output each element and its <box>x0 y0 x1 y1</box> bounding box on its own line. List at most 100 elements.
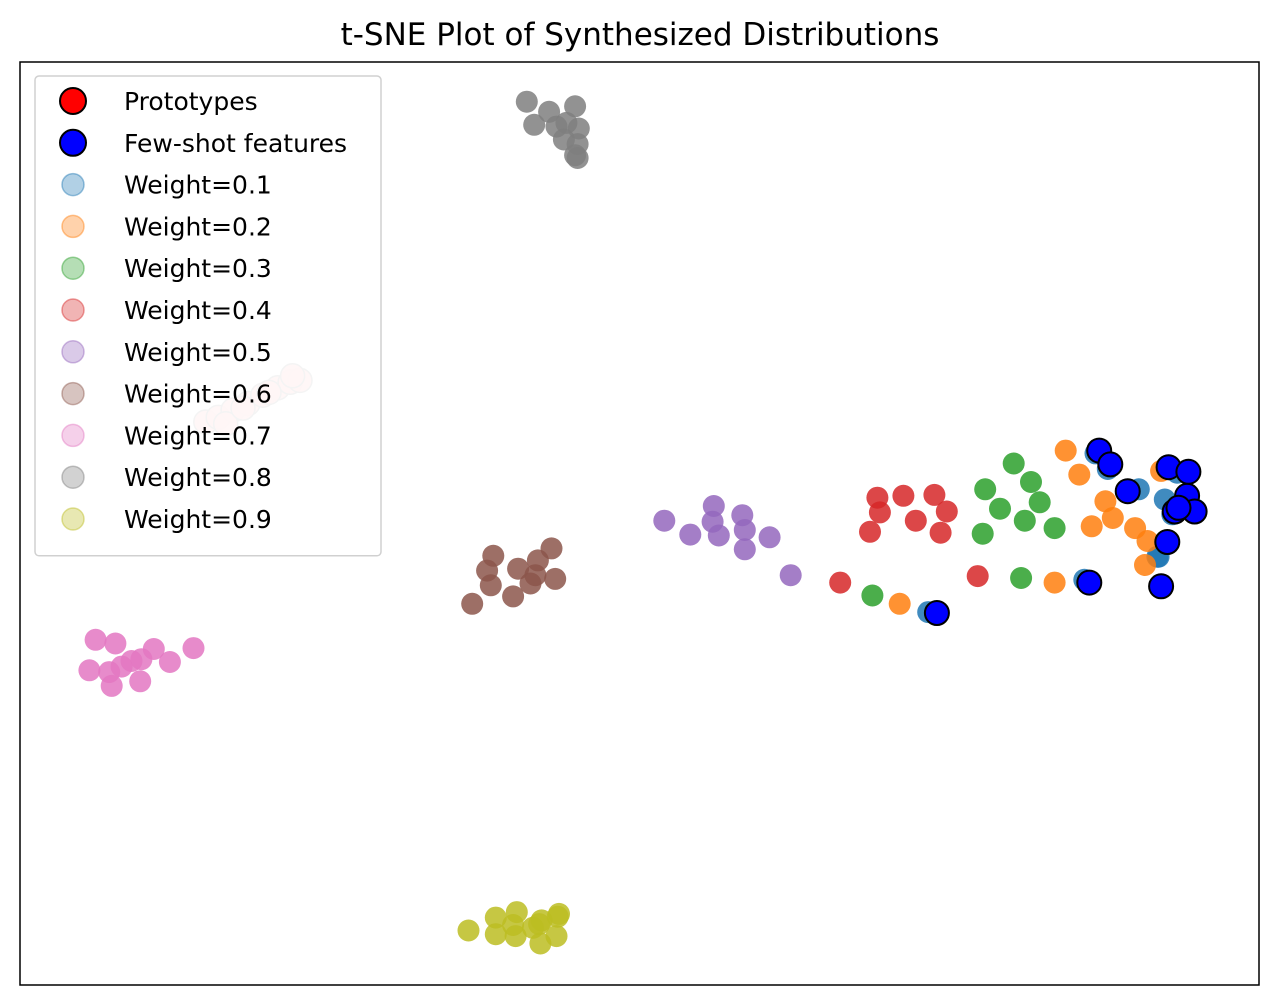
few-shot-features-point-2 <box>1114 478 1141 505</box>
legend-marker-prototypes <box>59 87 87 115</box>
weight-0-7-point-4 <box>78 659 101 682</box>
weight-0-2-point-10 <box>888 592 911 615</box>
weight-0-7-point-0 <box>84 628 107 651</box>
weight-0-3-point-1 <box>1020 471 1042 493</box>
legend-label-weight-0-7: Weight=0.7 <box>124 421 272 450</box>
weight-0-5-point-8 <box>733 538 756 561</box>
weight-0-4-point-1 <box>892 484 915 507</box>
weight-0-4-point-7 <box>929 521 952 544</box>
weight-0-5-point-6 <box>733 519 756 541</box>
weight-0-4-point-2 <box>923 483 946 506</box>
legend-marker-few-shot-features <box>59 128 87 157</box>
legend-marker-weight-0-2 <box>61 214 85 239</box>
weight-0-3-point-9 <box>861 584 884 607</box>
weight-0-4-point-6 <box>859 520 881 543</box>
weight-0-8-point-8 <box>552 128 575 151</box>
few-shot-features-point-7 <box>1148 573 1175 600</box>
legend-label-prototypes: Prototypes <box>124 87 258 116</box>
legend-label-weight-0-9: Weight=0.9 <box>124 505 272 534</box>
weight-0-2-point-9 <box>1043 571 1066 594</box>
weight-0-3-point-8 <box>1010 567 1033 589</box>
weight-0-5-point-1 <box>702 495 725 517</box>
weight-0-3-point-0 <box>1002 452 1025 475</box>
weight-0-9-point-12 <box>548 902 570 925</box>
weight-0-9-point-8 <box>504 925 527 948</box>
plot-frame <box>19 61 1260 986</box>
weight-0-3-point-6 <box>1043 517 1066 540</box>
legend-marker-weight-0-8 <box>61 465 85 489</box>
weight-0-7-point-11 <box>129 670 152 693</box>
weight-0-4-point-3 <box>868 501 891 524</box>
legend-box <box>34 75 382 557</box>
few-shot-features-point-12 <box>1165 494 1192 521</box>
weight-0-5-point-4 <box>679 523 702 546</box>
series-weight-0-3 <box>861 452 1066 607</box>
legend-label-weight-0-6: Weight=0.6 <box>124 380 272 409</box>
weight-0-8-point-4 <box>523 113 546 136</box>
weight-0-3-point-4 <box>989 497 1011 520</box>
weight-0-5-point-5 <box>707 524 730 547</box>
legend-marker-weight-0-7 <box>61 423 85 448</box>
weight-0-3-point-3 <box>1028 491 1051 514</box>
weight-0-2-point-1 <box>1068 463 1091 486</box>
series-weight-0-7 <box>78 628 205 697</box>
legend-marker-weight-0-9 <box>61 507 85 531</box>
weight-0-7-point-8 <box>158 651 181 673</box>
weight-0-2-point-7 <box>1134 554 1156 576</box>
weight-0-4-point-4 <box>935 500 958 523</box>
weight-0-9-point-0 <box>484 906 507 929</box>
series-weight-0-9 <box>457 901 570 955</box>
legend-marker-weight-0-3 <box>61 256 85 280</box>
weight-0-7-point-10 <box>100 674 123 697</box>
weight-0-6-point-2 <box>540 537 563 560</box>
weight-0-9-point-7 <box>484 923 507 946</box>
weight-0-3-point-7 <box>971 522 994 545</box>
few-shot-features-point-8 <box>923 600 950 626</box>
weight-0-2-point-3 <box>1101 507 1124 529</box>
weight-0-8-point-0 <box>515 90 538 113</box>
series-weight-0-5 <box>653 495 802 587</box>
weight-0-6-point-10 <box>461 592 484 615</box>
legend-marker-weight-0-4 <box>61 298 85 322</box>
weight-0-4-point-5 <box>904 509 927 532</box>
series-weight-0-2 <box>888 439 1173 615</box>
weight-0-7-point-9 <box>182 637 205 660</box>
weight-0-2-point-4 <box>1080 515 1103 538</box>
series-weight-0-6 <box>461 537 567 615</box>
series-weight-0-4 <box>829 483 989 594</box>
weight-0-6-point-7 <box>479 574 502 597</box>
weight-0-4-point-8 <box>829 571 852 594</box>
weight-0-4-point-9 <box>966 565 989 588</box>
weight-0-2-point-0 <box>1054 439 1077 462</box>
legend-label-weight-0-8: Weight=0.8 <box>124 463 272 492</box>
few-shot-features-point-6 <box>1154 529 1181 555</box>
few-shot-features-point-11 <box>1175 458 1202 485</box>
legend-label-few-shot-features: Few-shot features <box>124 129 347 158</box>
weight-0-2-point-2 <box>1094 490 1117 513</box>
weight-0-3-point-2 <box>974 478 997 501</box>
legend-marker-weight-0-6 <box>61 381 85 406</box>
weight-0-9-point-6 <box>457 919 480 942</box>
weight-0-3-point-5 <box>1013 509 1036 532</box>
weight-0-7-point-6 <box>110 655 133 678</box>
weight-0-6-point-9 <box>519 572 542 595</box>
weight-0-5-point-7 <box>758 526 781 549</box>
weight-0-7-point-7 <box>130 648 153 671</box>
weight-0-8-point-10 <box>566 147 589 169</box>
series-few-shot-features <box>923 437 1208 626</box>
series-weight-0-8 <box>515 90 590 169</box>
weight-0-9-point-11 <box>545 925 568 948</box>
legend-label-weight-0-2: Weight=0.2 <box>124 212 272 241</box>
few-shot-features-point-1 <box>1097 451 1124 478</box>
weight-0-5-point-9 <box>779 564 802 587</box>
weight-0-2-point-6 <box>1136 530 1159 552</box>
weight-0-5-point-0 <box>653 509 676 532</box>
weight-0-6-point-6 <box>544 567 567 590</box>
weight-0-6-point-8 <box>502 585 525 608</box>
chart-title: t-SNE Plot of Synthesized Distributions <box>341 17 940 53</box>
weight-0-8-point-2 <box>564 95 587 118</box>
few-shot-features-point-9 <box>1076 569 1103 596</box>
weight-0-7-point-1 <box>104 632 127 655</box>
